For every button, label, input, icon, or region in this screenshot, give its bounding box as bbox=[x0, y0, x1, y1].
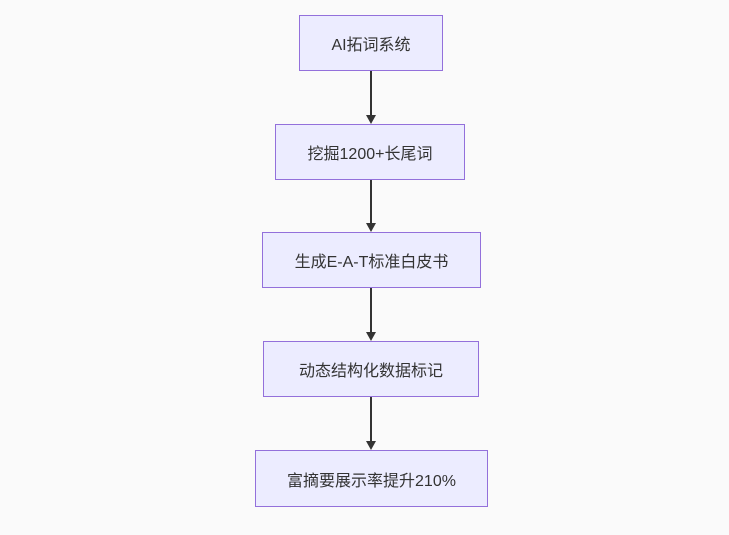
arrow-line bbox=[370, 288, 372, 332]
flow-arrow-2 bbox=[365, 180, 377, 232]
arrowhead-down-icon bbox=[366, 332, 376, 341]
arrow-line bbox=[370, 180, 372, 223]
flow-node-structured-data-markup: 动态结构化数据标记 bbox=[263, 341, 479, 397]
flow-node-label: AI拓词系统 bbox=[331, 37, 411, 54]
flow-node-label: 挖掘1200+长尾词 bbox=[307, 146, 433, 163]
flow-node-rich-snippet-rate: 富摘要展示率提升210% bbox=[255, 450, 488, 507]
arrowhead-down-icon bbox=[366, 115, 376, 124]
flow-node-longtail-mining: 挖掘1200+长尾词 bbox=[275, 124, 465, 180]
flow-node-label: 富摘要展示率提升210% bbox=[287, 472, 456, 490]
arrow-line bbox=[370, 397, 372, 441]
flow-node-eat-whitepaper: 生成E-A-T标准白皮书 bbox=[262, 232, 481, 288]
flow-node-ai-keyword-system: AI拓词系统 bbox=[299, 15, 443, 71]
arrowhead-down-icon bbox=[366, 441, 376, 450]
flow-arrow-3 bbox=[365, 288, 377, 341]
flow-arrow-4 bbox=[365, 397, 377, 450]
flow-node-label: 生成E-A-T标准白皮书 bbox=[294, 254, 449, 271]
arrowhead-down-icon bbox=[366, 223, 376, 232]
flow-arrow-1 bbox=[365, 71, 377, 124]
flow-node-label: 动态结构化数据标记 bbox=[298, 363, 443, 380]
arrow-line bbox=[370, 71, 372, 115]
